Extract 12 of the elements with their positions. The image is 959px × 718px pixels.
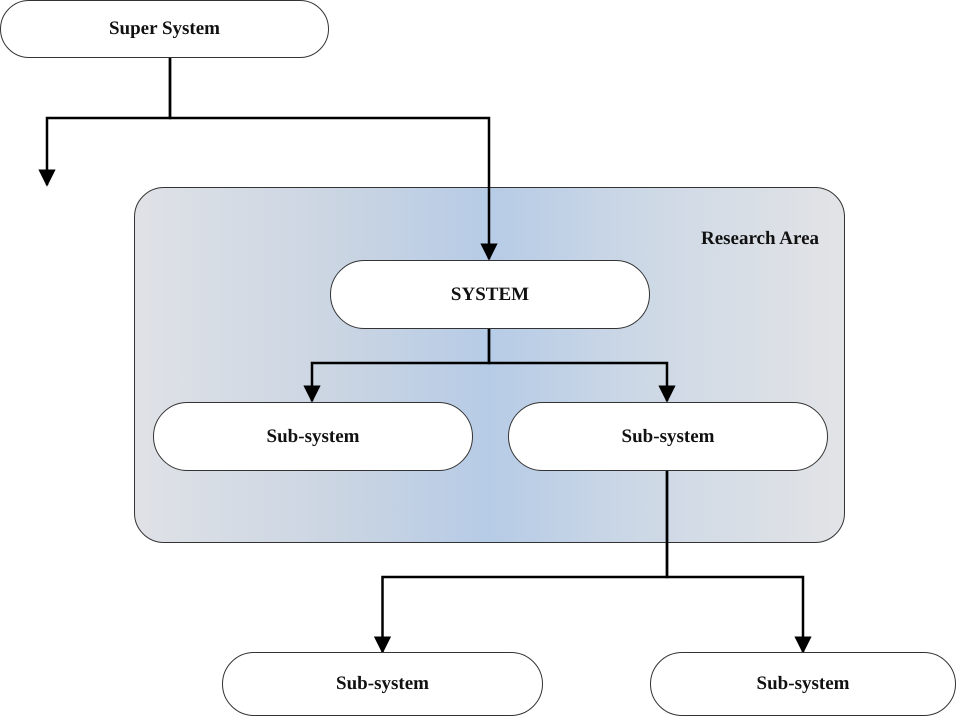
node-label: Super System <box>108 18 220 40</box>
research-area-panel <box>134 187 845 543</box>
connector-arrow <box>168 58 498 261</box>
node-label: Sub-system <box>622 426 714 448</box>
system-pill <box>0 0 329 58</box>
connector-arrow <box>488 328 676 403</box>
node-label: Sub-system <box>336 673 429 695</box>
node-label: Sub-system <box>266 426 360 448</box>
node-label: Sub-system <box>756 673 850 695</box>
area-label: Research Area <box>700 227 820 251</box>
node-label: SYSTEM <box>450 284 530 306</box>
connector-arrow <box>666 470 812 654</box>
